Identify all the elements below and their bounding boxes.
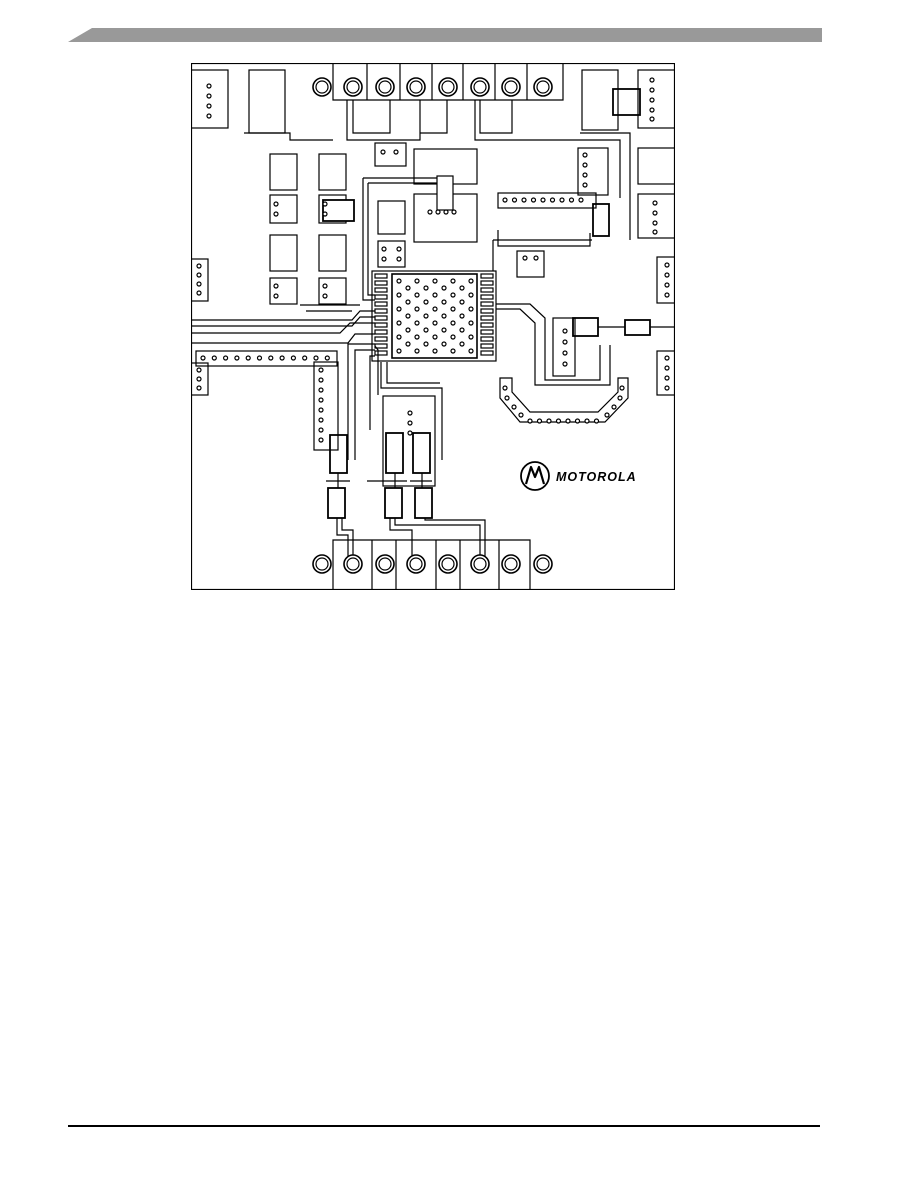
component-top-left xyxy=(248,69,286,134)
pin-header-left xyxy=(195,350,338,367)
pad-l7 xyxy=(269,277,298,305)
bottom-terminal-pads xyxy=(312,554,553,574)
crystal-part xyxy=(572,317,599,337)
pad-l8 xyxy=(318,277,347,305)
pins-top-left xyxy=(206,83,212,119)
bottom-terminal-2 xyxy=(343,554,363,574)
pad-l6 xyxy=(318,234,347,272)
connector-block-right-1 xyxy=(637,193,675,239)
two-pin-part-3 xyxy=(516,250,545,278)
pad-l1 xyxy=(269,153,298,191)
u-footprint xyxy=(499,377,629,423)
two-pin-part-2 xyxy=(377,240,406,268)
pad-right-1 xyxy=(637,147,675,185)
connector-block-left-1 xyxy=(191,258,209,302)
pad-l5 xyxy=(269,234,298,272)
connector-block-top-right xyxy=(637,69,675,129)
small-part-right-2 xyxy=(624,319,651,336)
regulator-tab xyxy=(436,175,454,211)
small-part-top-right xyxy=(612,88,641,116)
bottom-terminal-5 xyxy=(438,554,458,574)
top-terminal-6 xyxy=(470,77,490,97)
pin-header-horizontal-right xyxy=(497,192,597,209)
pad-l3 xyxy=(269,194,298,224)
top-terminal-7 xyxy=(501,77,521,97)
pad-l2 xyxy=(318,153,347,191)
pcb-layout-diagram: MOTOROLA xyxy=(191,63,675,590)
motorola-batwing-logo-icon xyxy=(520,461,550,491)
two-pin-part-1 xyxy=(374,142,407,167)
pins-top-right xyxy=(649,77,655,122)
bottom-connector-strip xyxy=(332,539,531,590)
bottom-terminal-4 xyxy=(406,554,426,574)
transistor-3 xyxy=(412,432,431,474)
bottom-terminal-7 xyxy=(501,554,521,574)
header-band xyxy=(68,28,822,42)
pin-header-vertical-right xyxy=(577,147,609,196)
connector-block-left-2 xyxy=(191,362,209,396)
diode-2 xyxy=(384,487,403,519)
logo-text: MOTOROLA xyxy=(556,470,637,484)
connector-block-right-2 xyxy=(656,256,675,304)
component-lower-1 xyxy=(382,395,436,487)
transistor-2 xyxy=(385,432,404,474)
small-part-right-mid xyxy=(592,203,610,237)
top-terminal-5 xyxy=(438,77,458,97)
component-top-right xyxy=(581,69,619,131)
bottom-terminal-6 xyxy=(470,554,490,574)
bga-chip xyxy=(371,270,497,362)
top-terminal-1 xyxy=(312,77,332,97)
diode-3 xyxy=(414,487,433,519)
top-terminal-8 xyxy=(533,77,553,97)
bottom-terminal-3 xyxy=(375,554,395,574)
switch-part xyxy=(322,199,355,222)
top-terminal-3 xyxy=(375,77,395,97)
top-terminal-pads xyxy=(312,77,553,97)
pad-c1 xyxy=(377,200,406,235)
connector-block-right-3 xyxy=(656,350,675,396)
top-terminal-2 xyxy=(343,77,363,97)
top-terminal-4 xyxy=(406,77,426,97)
diode-1 xyxy=(327,487,346,519)
top-connector-strip xyxy=(332,63,564,101)
footer-rule xyxy=(68,1125,820,1127)
pin-header-vertical-right-2 xyxy=(552,317,576,377)
connector-block-top-left xyxy=(191,69,229,129)
bottom-terminal-8 xyxy=(533,554,553,574)
bottom-terminal-1 xyxy=(312,554,332,574)
pin-header-vertical xyxy=(313,361,339,451)
